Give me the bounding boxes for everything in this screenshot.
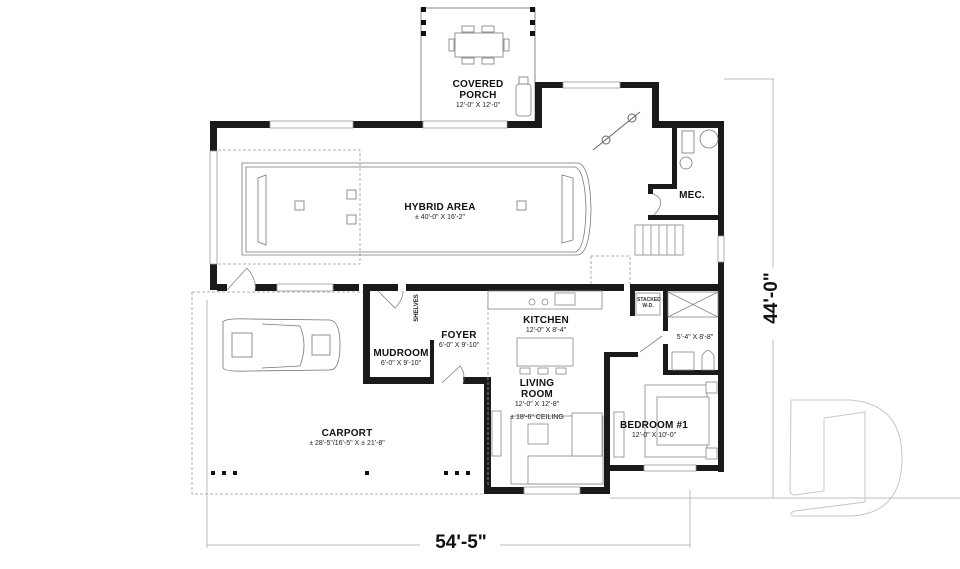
room-bathroom: 5'-4" X 8'-8" (677, 333, 713, 342)
room-size: 12'-0" X 12'-0" (455, 102, 501, 109)
living-room-furniture (491, 410, 604, 485)
porch-posts (421, 7, 535, 36)
stairs-icon (634, 224, 684, 256)
room-living-room: LIVING ROOM 12'-0" X 12'-8" ± 18'-6" CEI… (510, 378, 564, 422)
room-size: 6'-0" X 9'-10" (380, 360, 422, 367)
room-name: MEC. (679, 190, 705, 201)
room-name: LIVING (519, 378, 555, 389)
dimension-lines (206, 78, 960, 548)
mechanical-equipment-icon (679, 129, 719, 170)
dining-table-icon (448, 25, 532, 117)
room-name: ROOM (521, 389, 553, 400)
room-name: BEDROOM #1 (619, 420, 689, 431)
motorcycle-icon (592, 111, 641, 151)
car-icon (222, 318, 341, 372)
kitchen-fixtures (487, 290, 603, 375)
room-mec: MEC. (679, 190, 705, 201)
room-name: COVERED (452, 79, 504, 90)
room-name: HYBRID AREA (404, 202, 476, 213)
ceiling-height: ± 18'-6" CEILING (510, 414, 564, 421)
overall-depth-dimension: 44'-0" (761, 268, 783, 328)
room-carport: CARPORT ± 28'-5"/16'-5" X ± 21'-8" (309, 428, 385, 448)
stacked-washer-dryer-label: STACKED W-D. (637, 297, 661, 309)
room-size: 5'-4" X 8'-8" (676, 334, 714, 341)
room-name: CARPORT (321, 428, 373, 439)
room-foyer: FOYER 6'-0" X 9'-10" (439, 330, 479, 350)
room-size: 6'-0" X 9'-10" (438, 342, 480, 349)
room-name: KITCHEN (523, 315, 569, 326)
wd-label: W-D. (642, 303, 654, 309)
bath-fixtures (635, 291, 719, 371)
room-size: ± 28'-5"/16'-5" X ± 21'-8" (309, 440, 385, 447)
bus-icon (241, 162, 592, 256)
carport-posts (211, 471, 470, 475)
bedroom-furniture (613, 381, 718, 460)
doors (226, 193, 663, 384)
carport-outline (191, 149, 631, 495)
room-size: 12'-0" X 8'-4" (525, 327, 567, 334)
room-covered-porch: COVERED PORCH 12'-0" X 12'-0" (453, 79, 504, 110)
room-size: ± 40'-0" X 16'-2" (414, 214, 465, 221)
room-mudroom: MUDROOM 6'-0" X 9'-10" (373, 348, 428, 368)
logo-watermark (789, 399, 903, 517)
room-size: 12'-0" X 12'-8" (514, 401, 560, 408)
exterior-walls (210, 82, 724, 494)
room-name: FOYER (441, 330, 477, 341)
overall-width-dimension: 54'-5" (431, 532, 491, 554)
windows (209, 81, 725, 495)
room-size: 12'-0" X 10'-0" (631, 432, 677, 439)
room-kitchen: KITCHEN 12'-0" X 8'-4" (523, 315, 569, 335)
room-hybrid-area: HYBRID AREA ± 40'-0" X 16'-2" (404, 202, 475, 222)
room-bedroom-1: BEDROOM #1 12'-0" X 10'-0" (620, 420, 688, 440)
stacked-label: STACKED (637, 297, 661, 303)
room-name: MUDROOM (373, 348, 429, 359)
room-name: PORCH (459, 90, 497, 101)
shelves-label: SHELVES (413, 294, 420, 322)
